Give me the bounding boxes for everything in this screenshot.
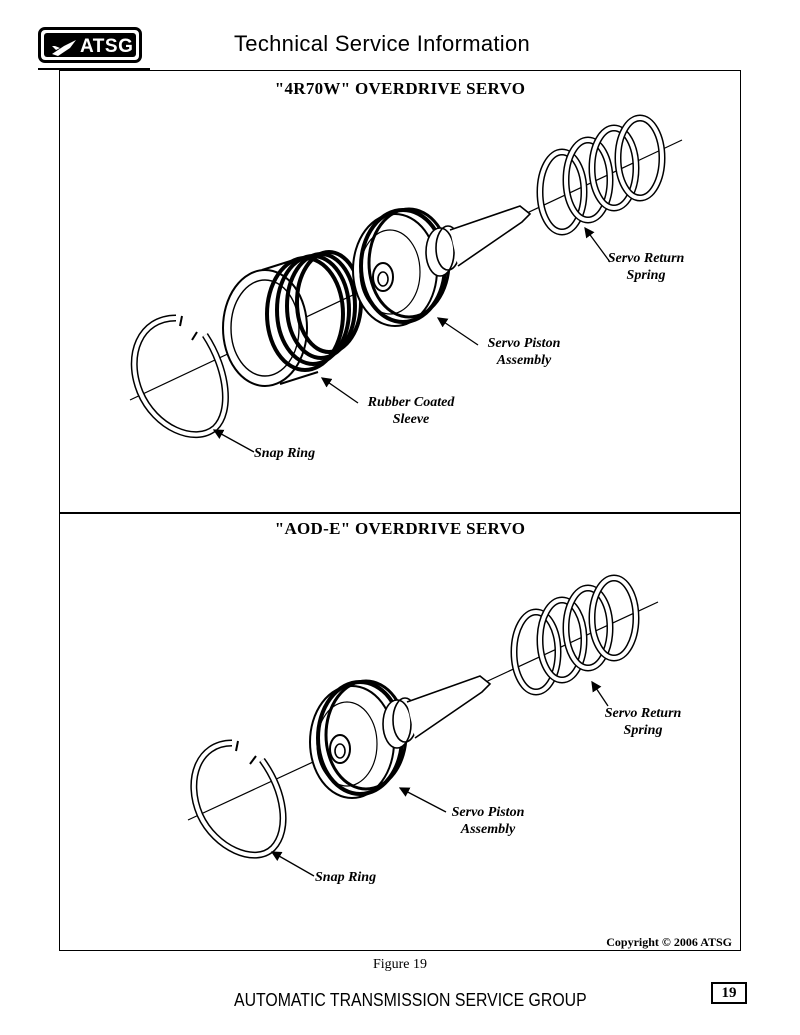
snap-ring-4r70w	[130, 314, 229, 439]
servo-piston-aode	[309, 675, 492, 799]
label-servo-return-spring-4r70w: Servo Return Spring	[607, 251, 685, 283]
copyright-notice: Copyright © 2006 ATSG	[606, 935, 732, 949]
logo-badge: ATSG	[44, 33, 136, 57]
label-snap-ring-4r70w: Snap Ring	[254, 446, 316, 461]
logo-text: ATSG	[80, 36, 134, 57]
diagram-aode	[187, 574, 659, 877]
label-servo-piston-assembly-4r70w: Servo Piston Assembly	[487, 336, 561, 368]
label-servo-piston-assembly-aode: Servo Piston Assembly	[451, 805, 525, 837]
panel-title-aode: "AOD-E" OVERDRIVE SERVO	[274, 519, 526, 538]
page-title: Technical Service Information	[234, 31, 531, 56]
airplane-icon	[52, 40, 76, 56]
page-number: 19	[711, 982, 747, 1004]
footer-title: AUTOMATIC TRANSMISSION SERVICE GROUP	[234, 990, 587, 1010]
label-servo-return-spring-aode: Servo Return Spring	[604, 706, 682, 738]
servo-piston-4r70w	[352, 205, 532, 327]
diagram-4r70w	[129, 114, 683, 453]
snap-ring-aode	[190, 739, 287, 859]
servo-return-spring-aode	[510, 574, 640, 696]
panel-divider	[59, 512, 741, 514]
label-rubber-coated-sleeve-4r70w: Rubber Coated Sleeve	[367, 395, 455, 427]
atsg-logo: ATSG	[38, 27, 142, 63]
figure-frame	[59, 70, 741, 951]
figure-caption: Figure 19	[372, 957, 428, 972]
rubber-coated-sleeve-4r70w	[222, 250, 363, 387]
label-snap-ring-aode: Snap Ring	[315, 870, 377, 885]
servo-return-spring-4r70w	[536, 114, 666, 236]
header-rule	[38, 68, 150, 70]
panel-title-4r70w: "4R70W" OVERDRIVE SERVO	[274, 79, 526, 98]
